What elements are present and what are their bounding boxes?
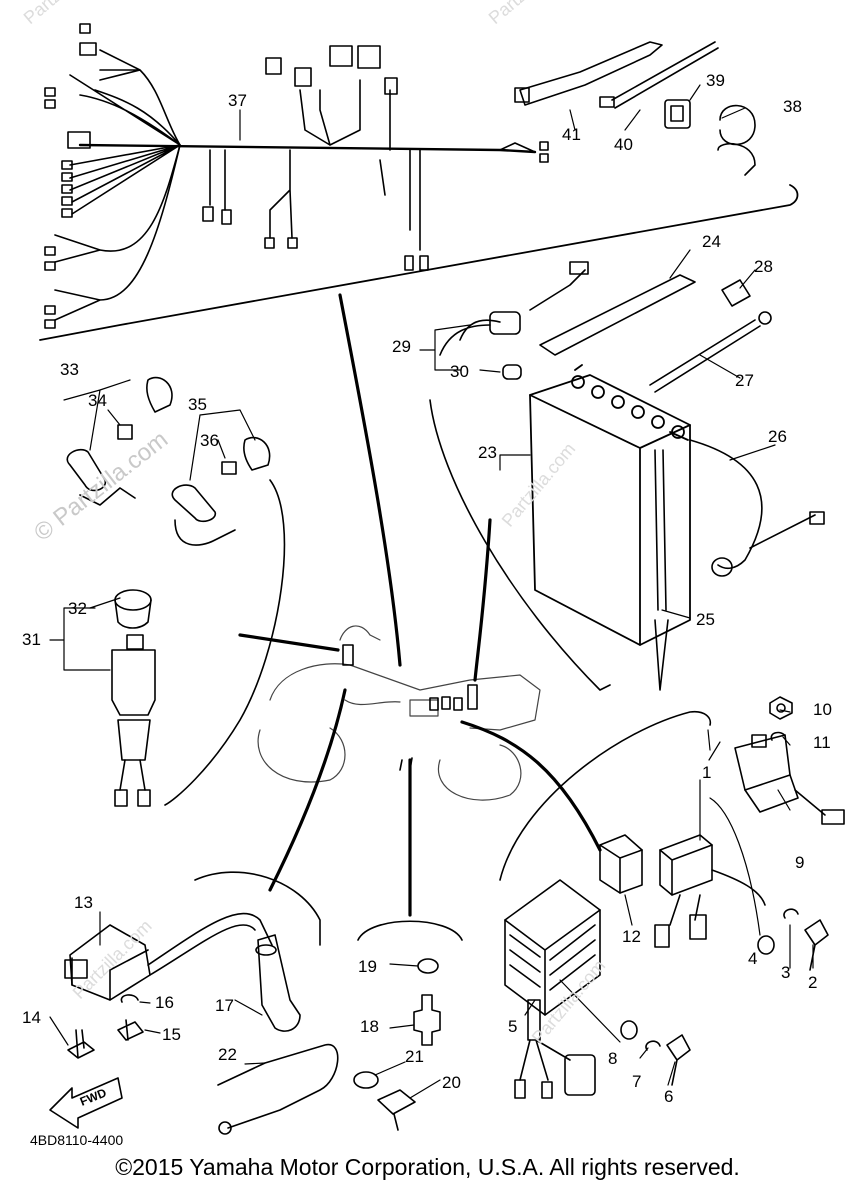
copyright-footer: ©2015 Yamaha Motor Corporation, U.S.A. A…	[115, 1154, 740, 1180]
callout-39: 39	[706, 71, 725, 90]
watermark-battery: Partzilla.com	[498, 439, 580, 531]
clip-39	[664, 99, 691, 129]
callout-6: 6	[664, 1087, 673, 1106]
callout-14: 14	[22, 1008, 41, 1027]
callout-11: 11	[813, 733, 831, 752]
callout-10: 10	[813, 700, 832, 719]
callout-41: 41	[562, 125, 581, 144]
callout-5: 5	[508, 1017, 517, 1036]
callout-19: 19	[358, 957, 377, 976]
callout-37: 37	[228, 91, 247, 110]
ignition-boundary	[164, 479, 286, 806]
bolt-14	[67, 1029, 95, 1059]
callout-28: 28	[754, 257, 773, 276]
callout-2: 2	[808, 973, 817, 992]
callout-4: 4	[748, 949, 757, 968]
battery-boundary	[429, 399, 611, 691]
plug-boundary	[357, 920, 463, 941]
callout-21: 21	[405, 1047, 424, 1066]
bolt-28	[721, 279, 751, 307]
fuse-30	[502, 364, 522, 380]
callout-32: 32	[68, 599, 87, 618]
callout-30: 30	[450, 362, 469, 381]
callout-numbers: 1 2 3 4 5 6 7 8 9 10 11 12 13 14 15 16 1…	[22, 71, 832, 1106]
main-switch-31	[111, 634, 156, 807]
plug-cap-17	[255, 934, 301, 1032]
watermark-left: © Partzilla.com	[29, 426, 173, 547]
fuse-holder-29	[439, 261, 589, 356]
harness-connectors	[44, 23, 549, 329]
callout-33: 33	[60, 360, 79, 379]
relay-12	[599, 834, 643, 894]
callout-27: 27	[735, 371, 754, 390]
leader-lines	[238, 293, 602, 917]
callout-22: 22	[218, 1045, 237, 1064]
callout-29: 29	[392, 337, 411, 356]
vent-hose-25	[654, 449, 669, 691]
callout-24: 24	[702, 232, 721, 251]
callout-35: 35	[188, 395, 207, 414]
callout-leaders	[49, 84, 814, 1099]
callout-7: 7	[632, 1072, 641, 1091]
atv-details	[342, 644, 478, 771]
key-cap-32	[114, 589, 152, 629]
fwd-arrow	[49, 1077, 123, 1129]
clip-38	[717, 104, 756, 176]
callout-17: 17	[215, 996, 234, 1015]
parts-diagram: © Partzilla.com Partzilla.com Partzilla.…	[20, 0, 845, 1148]
callout-15: 15	[162, 1025, 181, 1044]
bolt-15	[117, 1019, 144, 1041]
callout-3: 3	[781, 963, 790, 982]
watermark-top-left: Partzilla.com	[20, 0, 112, 28]
gasket-19	[417, 958, 439, 974]
cdi-unit-1	[654, 834, 766, 948]
callout-36: 36	[200, 431, 219, 450]
rectifier-5	[504, 879, 601, 1099]
spark-plug-18	[413, 994, 441, 1046]
nut-10	[769, 696, 793, 720]
ignition-coil-13	[64, 912, 273, 1001]
washers-small	[620, 908, 829, 1086]
starter-relay-9	[734, 734, 845, 825]
callout-26: 26	[768, 427, 787, 446]
harness-boundary	[39, 184, 799, 341]
right-group-boundary	[499, 710, 712, 881]
callout-23: 23	[478, 443, 497, 462]
washer-21	[353, 1071, 379, 1089]
plug-cap-35	[171, 436, 271, 546]
breather-26	[689, 439, 825, 577]
plug-cap-33	[66, 376, 173, 506]
callout-16: 16	[155, 993, 174, 1012]
battery-23	[529, 364, 691, 646]
callout-38: 38	[783, 97, 802, 116]
part-code: 4BD8110-4400	[30, 1132, 123, 1148]
watermark-top-mid: Partzilla.com	[485, 0, 577, 28]
callout-1: 1	[702, 763, 711, 782]
callout-31: 31	[22, 630, 41, 649]
callout-9: 9	[795, 853, 804, 872]
washer-16	[120, 994, 139, 1003]
callout-18: 18	[360, 1017, 379, 1036]
strap-24	[539, 274, 696, 356]
wire-harness-37	[54, 49, 537, 321]
callout-12: 12	[622, 927, 641, 946]
callout-8: 8	[608, 1049, 617, 1068]
screw-20	[377, 1089, 416, 1131]
callout-40: 40	[614, 135, 633, 154]
band-41	[514, 41, 663, 106]
callout-34: 34	[88, 391, 107, 410]
tie-40	[599, 41, 719, 109]
lead-22	[217, 1043, 339, 1135]
callout-25: 25	[696, 610, 715, 629]
callout-20: 20	[442, 1073, 461, 1092]
coil-boundary	[194, 871, 321, 946]
callout-13: 13	[74, 893, 93, 912]
